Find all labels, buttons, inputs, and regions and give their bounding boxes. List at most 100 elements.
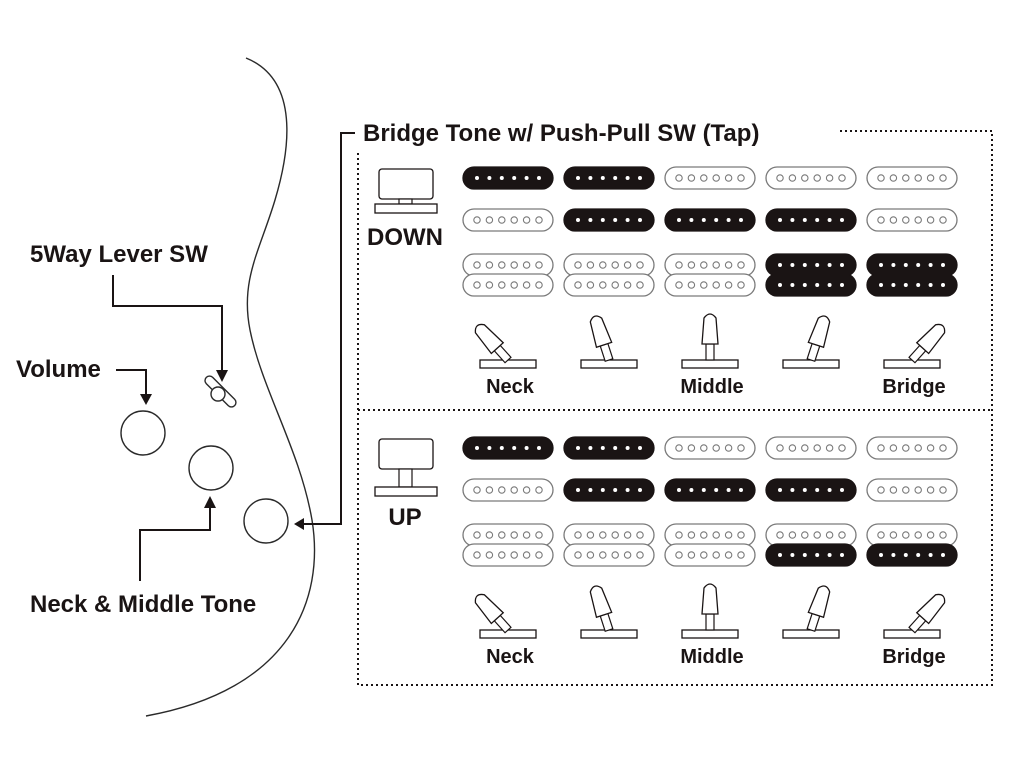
pole-piece xyxy=(636,281,644,289)
pole-piece xyxy=(889,531,898,539)
pole-piece xyxy=(687,261,696,269)
pole-piece xyxy=(877,174,885,182)
pole-piece xyxy=(625,218,630,222)
pole-piece xyxy=(675,281,683,289)
coil-body xyxy=(462,208,554,232)
pole-piece xyxy=(588,218,593,222)
pole-piece xyxy=(903,283,908,287)
pole-piece xyxy=(611,281,619,289)
pole-piece xyxy=(535,551,543,559)
pole-piece xyxy=(939,216,947,224)
toggle-stem xyxy=(398,198,413,205)
middle-pickup xyxy=(866,208,958,232)
switch-plate xyxy=(883,629,941,639)
pole-piece xyxy=(611,551,619,559)
bridge-humbucker-coil-bottom xyxy=(866,273,958,297)
pole-piece xyxy=(636,551,644,559)
pole-piece xyxy=(600,218,605,222)
lever-shaft xyxy=(806,612,821,632)
pole-piece xyxy=(499,446,504,450)
pole-piece xyxy=(535,261,543,269)
toggle-cap xyxy=(378,438,434,470)
lever-tip xyxy=(474,593,505,625)
lever-position-4 xyxy=(782,585,840,639)
toggle-cap xyxy=(378,168,434,200)
pole-piece xyxy=(714,218,719,222)
bridge-humbucker-coil-bottom xyxy=(866,543,958,567)
switch-plate xyxy=(580,629,638,639)
bridge-humbucker-coil-top xyxy=(664,523,756,547)
pole-piece xyxy=(535,281,543,289)
lever-arm xyxy=(701,583,719,631)
pole-piece xyxy=(928,263,933,267)
pole-piece xyxy=(687,444,696,452)
pole-piece xyxy=(902,174,910,182)
pole-piece xyxy=(877,531,885,539)
pole-piece xyxy=(902,486,910,494)
pole-piece xyxy=(916,553,921,557)
pole-piece xyxy=(879,283,883,287)
pole-piece xyxy=(737,531,745,539)
pole-piece xyxy=(712,174,720,182)
switch-plate xyxy=(479,629,537,639)
toggle-stem xyxy=(398,468,413,488)
bridge-humbucker-coil-top xyxy=(866,253,958,277)
bridge-humbucker-coil-top xyxy=(563,253,655,277)
pole-piece xyxy=(522,261,531,269)
switch-plate xyxy=(580,359,638,369)
bridge-humbucker-coil-bottom xyxy=(664,273,756,297)
lever-position-3 xyxy=(681,583,739,639)
pole-piece xyxy=(485,531,494,539)
lever-position-3 xyxy=(681,313,739,369)
pole-piece xyxy=(576,218,580,222)
pole-piece xyxy=(941,283,945,287)
pole-piece xyxy=(737,174,745,182)
lever-position-label: Bridge xyxy=(882,376,945,398)
pole-piece xyxy=(827,488,832,492)
coil-body xyxy=(765,478,857,502)
pole-piece xyxy=(510,281,518,289)
neck-pickup xyxy=(462,166,554,190)
pole-piece xyxy=(778,263,782,267)
pole-piece xyxy=(524,446,529,450)
coil-body xyxy=(866,166,958,190)
pole-piece xyxy=(926,174,935,182)
pole-piece xyxy=(726,218,731,222)
coil-body xyxy=(765,543,857,567)
lever-arm xyxy=(908,593,946,634)
neck-pickup xyxy=(866,166,958,190)
pole-piece xyxy=(776,174,784,182)
pole-piece xyxy=(914,216,922,224)
bridge-tone-label: Bridge Tone w/ Push-Pull SW (Tap) xyxy=(363,120,759,147)
pole-piece xyxy=(776,531,784,539)
pole-piece xyxy=(801,444,809,452)
bridge-tone-knob xyxy=(243,498,289,544)
pole-piece xyxy=(623,281,632,289)
pole-piece xyxy=(613,488,618,492)
pole-piece xyxy=(510,531,518,539)
pole-piece xyxy=(877,444,885,452)
pole-piece xyxy=(623,551,632,559)
pole-piece xyxy=(840,218,844,222)
pole-piece xyxy=(599,551,607,559)
coil-body xyxy=(462,478,554,502)
pole-piece xyxy=(613,218,618,222)
pole-piece xyxy=(588,446,593,450)
pole-piece xyxy=(939,444,947,452)
bridge-humbucker-coil-bottom xyxy=(462,273,554,297)
lever-arm xyxy=(806,315,831,362)
lever-arm xyxy=(701,313,719,361)
pole-piece xyxy=(801,174,809,182)
pole-piece xyxy=(926,444,935,452)
pole-piece xyxy=(499,176,504,180)
lever-arm xyxy=(589,315,614,362)
pole-piece xyxy=(926,216,935,224)
pole-piece xyxy=(625,446,630,450)
lever-tip xyxy=(589,585,613,619)
pole-piece xyxy=(700,531,708,539)
pole-piece xyxy=(914,486,922,494)
pole-piece xyxy=(827,553,832,557)
pole-piece xyxy=(879,553,883,557)
switch-plate xyxy=(681,629,739,639)
